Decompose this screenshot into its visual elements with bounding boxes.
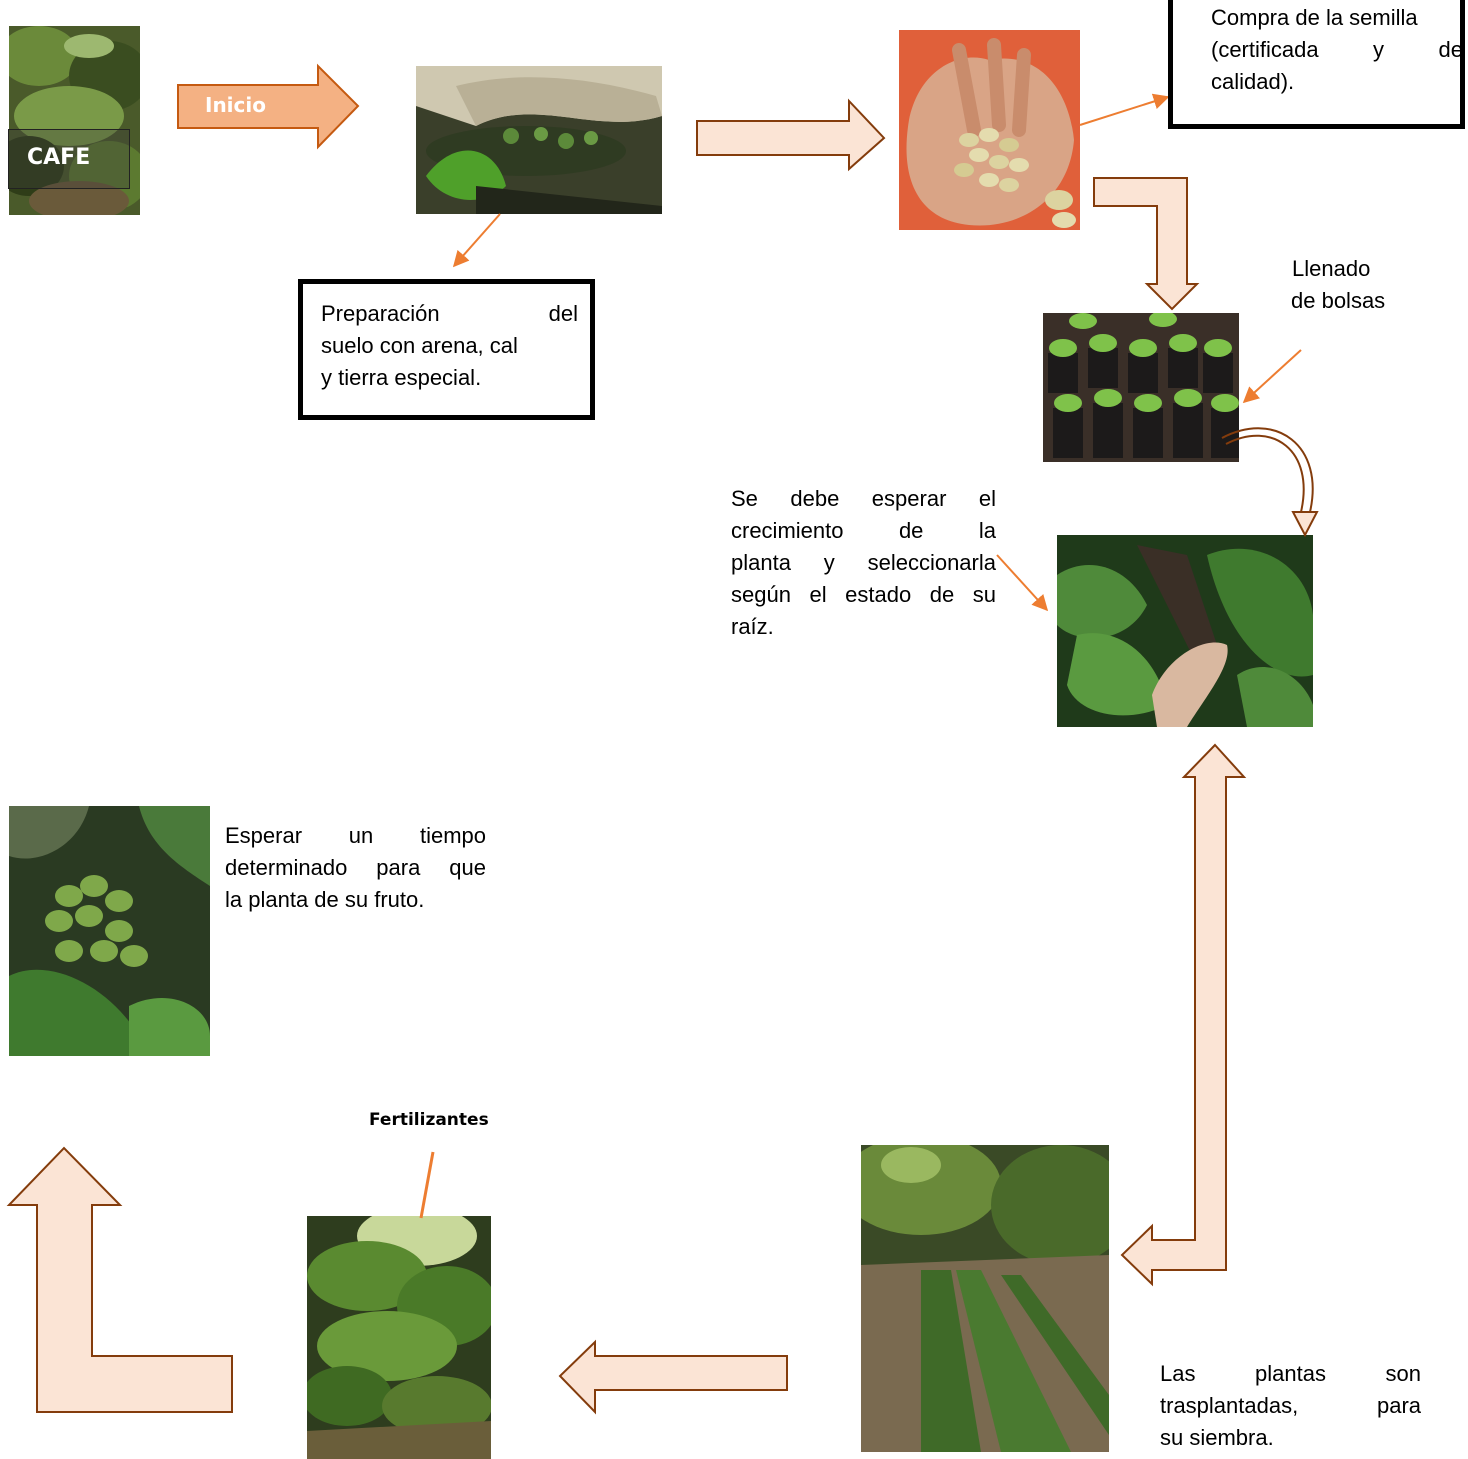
growth-line-5: raíz. [731, 614, 774, 639]
soil-preparation-photo [416, 66, 662, 214]
fruit-line-2: determinado para que [225, 855, 486, 880]
prep-line-2: suelo con arena, cal [321, 333, 518, 358]
connector-soil [452, 213, 501, 268]
buy-line-3: calidad). [1211, 69, 1295, 94]
growth-line-2: crecimiento de la [731, 518, 996, 543]
step-wait-growth: Se debe esperar el crecimiento de la pla… [731, 483, 996, 643]
step-wait-fruit: Esperar un tiempo determinado para que l… [225, 820, 486, 916]
fill-line-2: de bolsas [1291, 288, 1386, 313]
connector-fertilizer [419, 1151, 435, 1219]
vertical-bent-arrow [1120, 743, 1247, 1287]
connector-seeds [1079, 93, 1170, 126]
right-arrow-1 [696, 98, 886, 172]
step-transplant: Las plantas son trasplantadas, para su s… [1160, 1358, 1421, 1454]
fertilizer-label: Fertilizantes [369, 1110, 489, 1130]
seeds-in-hand-photo [899, 30, 1080, 230]
cafe-label: CAFE [27, 145, 91, 170]
curved-arrow [1221, 427, 1314, 513]
growth-line-4: según el estado de su [731, 582, 996, 607]
prep-line-3: y tierra especial. [321, 365, 482, 390]
coffee-plant-photo [9, 26, 140, 215]
step-fill-bags: Llenado de bolsas [1291, 253, 1385, 317]
connector-roots [996, 554, 1049, 612]
seedling-bags-photo [1043, 313, 1239, 462]
transplant-line-3: su siembra. [1160, 1425, 1274, 1450]
connector-bags [1242, 349, 1302, 404]
fertilizer-photo [307, 1216, 491, 1459]
left-arrow [558, 1339, 788, 1415]
growth-line-1: Se debe esperar el [731, 486, 996, 511]
buy-line-1: Compra de la semilla [1211, 5, 1418, 30]
transplant-line-1: Las plantas son [1160, 1361, 1421, 1386]
big-up-arrow [6, 1146, 233, 1413]
bent-down-arrow [1093, 177, 1200, 311]
fill-line-1: Llenado [1292, 256, 1371, 281]
fruit-line-1: Esperar un tiempo [225, 823, 486, 848]
root-selection-photo [1057, 535, 1313, 727]
step-soil-preparation: Preparación del suelo con arena, cal y t… [298, 279, 595, 420]
fruit-line-3: la planta de su fruto. [225, 887, 425, 912]
buy-line-2b: y [1373, 37, 1385, 62]
growth-line-3: planta y seleccionarla [731, 550, 996, 575]
step-buy-seeds: Compra de la semilla (certificada y de c… [1168, 0, 1465, 129]
transplant-line-2: trasplantadas, para [1160, 1393, 1421, 1418]
cafe-label-box [8, 129, 130, 189]
coffee-fruit-photo [9, 806, 210, 1056]
buy-line-2a: (certificada [1211, 37, 1319, 62]
prep-line-1a: Preparación [321, 301, 440, 326]
transplant-rows-photo [861, 1145, 1109, 1452]
prep-line-1b: del [548, 301, 578, 326]
inicio-label: Inicio [205, 93, 266, 117]
inicio-arrow [177, 63, 360, 150]
buy-line-2c: de [1438, 37, 1463, 62]
